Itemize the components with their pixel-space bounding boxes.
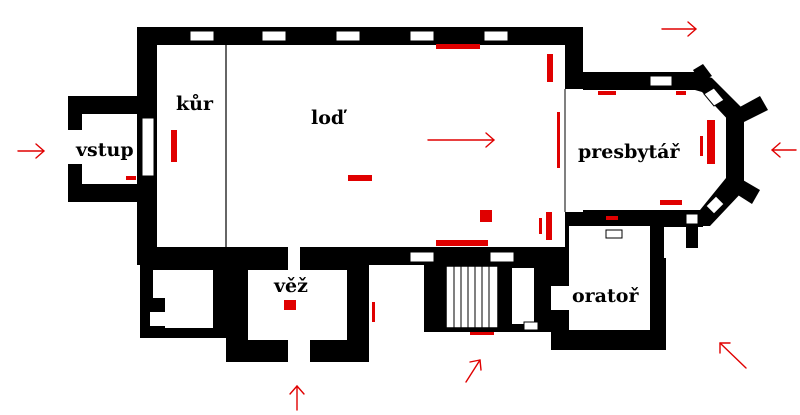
marker [126,176,136,180]
window-apse-se [705,195,725,215]
annex-inner-top [153,270,213,298]
direction-arrows [17,21,797,411]
arrow-south-stairs [465,359,482,383]
room-labels: vstup kůr loď presbytář věž oratoř [75,93,680,307]
label-presbytar: presbytář [578,141,680,163]
presbytery-north-wall [583,72,703,90]
marker [470,332,494,335]
tower-south-door [288,340,310,362]
arrow-nave [427,132,495,148]
annex-inner-bottom [165,298,213,328]
oratory-interior [569,226,650,330]
buttress-e-lower [730,176,760,204]
window-south-1 [409,251,435,263]
window-oratory [605,229,623,239]
marker [436,240,488,246]
window-north-3 [335,30,361,42]
nave-east-wall-upper [565,27,583,89]
window-stair-south [523,321,539,331]
label-orator: oratoř [572,285,639,307]
arrow-west-entry [17,143,45,159]
interiors [150,226,650,362]
staircase [445,265,499,329]
arrow-east [771,142,797,158]
marker [707,120,715,164]
tower-top-wall-right [300,258,369,270]
tower-top-wall-left [226,258,288,270]
buttress-e-upper [738,96,768,122]
window-apse-se-small [685,213,699,225]
presbytery-south-wall [583,210,703,227]
marker [436,44,480,49]
tower-east-wall [347,258,369,358]
buttress-s-b [650,210,664,260]
arrow-ne [661,21,697,37]
marker [598,91,616,95]
arrow-south-tower [289,385,305,411]
window-north-1 [189,30,215,42]
marker [557,112,560,168]
oratory-bottom-wall [551,330,666,350]
window-vestibule-door [141,117,155,177]
label-kur: kůr [176,93,214,115]
label-vez: věž [273,275,308,297]
window-north-2 [261,30,287,42]
vestibule-west-wall-upper [68,96,82,130]
tower-door-gap [288,247,300,270]
window-north-4 [409,30,435,42]
marker [348,175,372,181]
oratory-west-wall-upper [551,260,569,286]
annex-notch [150,312,168,326]
marker [372,302,375,322]
stair-corridor [512,268,534,324]
marker [539,218,542,234]
window-apse-ne [703,87,725,107]
vestibule-top-wall [68,96,143,114]
oratory-east-wall [650,258,666,350]
window-north-5 [483,30,509,42]
window-presbytery-north [649,75,673,87]
tower-west-wall [226,258,248,358]
arrow-se [719,342,747,369]
buttress-se [686,224,698,248]
label-vstup: vstup [75,139,134,161]
oratory-door-gap [551,286,569,310]
windows [141,30,725,331]
marker [284,300,296,310]
marker [546,212,552,240]
buttress-ne [693,64,712,82]
marker [606,216,618,220]
label-lod: loď [311,107,348,129]
marker [700,136,703,156]
marker [660,200,682,205]
window-south-2 [489,251,515,263]
vestibule-west-wall-lower [68,164,82,202]
marker [171,130,177,162]
marker [480,210,492,222]
marker [676,91,686,95]
apse-east-wall [726,110,744,190]
red-markers [126,44,715,335]
marker [547,54,553,82]
vestibule-bottom-wall [68,184,143,202]
